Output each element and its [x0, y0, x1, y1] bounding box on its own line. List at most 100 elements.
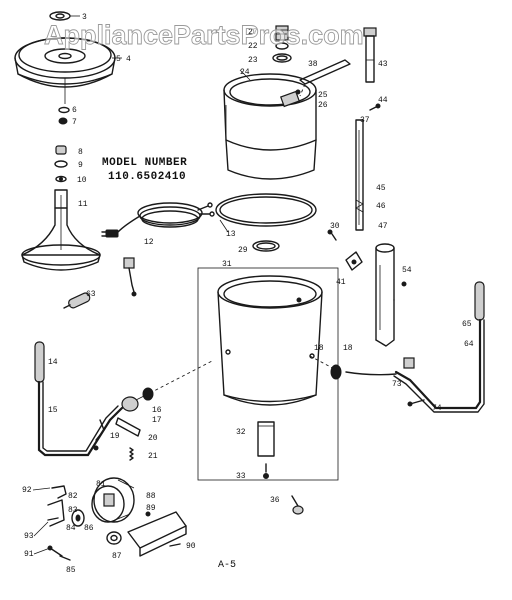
part-spring-21	[129, 447, 134, 461]
callout-90: 90	[186, 542, 196, 551]
callout-91: 91	[24, 550, 34, 559]
callout-32: 32	[236, 428, 246, 437]
callout-85: 85	[66, 566, 76, 575]
callout-54: 54	[402, 266, 412, 275]
callout-22: 22	[248, 42, 258, 51]
callout-12: 12	[144, 238, 154, 247]
part-screw-44	[369, 103, 381, 111]
part-hose-15	[34, 341, 124, 457]
callout-18: 18	[314, 344, 324, 353]
callout-19: 19	[110, 432, 120, 441]
callout-10: 10	[77, 176, 87, 185]
part-spin-tub-24	[223, 73, 317, 180]
callout-29: 29	[238, 246, 248, 255]
callout-64: 64	[464, 340, 474, 349]
part-pulley-84	[71, 509, 85, 527]
callout-63: 63	[86, 290, 96, 299]
part-fitting-73	[345, 357, 415, 376]
part-power-cord-12	[101, 202, 215, 238]
part-screw-30	[327, 229, 337, 241]
callout-92: 92	[22, 486, 32, 495]
callout-25: 25	[318, 91, 328, 100]
part-cap-3	[49, 11, 80, 21]
callout-27: 27	[248, 28, 258, 37]
callout-17: 17	[152, 416, 162, 425]
callout-37: 37	[360, 116, 370, 125]
callout-33: 33	[236, 472, 246, 481]
part-bushing-9	[54, 160, 68, 168]
callout-15: 15	[48, 406, 58, 415]
leader-lines	[32, 69, 251, 555]
callout-93: 93	[24, 532, 34, 541]
page-label: A-5	[218, 560, 236, 571]
part-nut-7	[58, 117, 68, 125]
callout-38: 38	[308, 60, 318, 69]
part-screw-33	[263, 463, 269, 479]
callout-3: 3	[82, 13, 87, 22]
part-filter-63	[63, 292, 91, 309]
callout-89: 89	[146, 504, 156, 513]
callout-82: 82	[68, 492, 78, 501]
part-ring-23	[272, 53, 292, 63]
callout-83: 83	[68, 506, 78, 515]
part-bracket-near-cord	[123, 257, 137, 297]
part-pipe-47	[375, 243, 395, 347]
callout-6: 6	[72, 106, 77, 115]
callout-74: 74	[432, 404, 442, 413]
part-screw-74	[407, 399, 425, 407]
callout-73: 73	[392, 380, 402, 389]
callout-4: 4	[126, 55, 131, 64]
callout-44: 44	[378, 96, 388, 105]
part-post-43	[363, 27, 377, 83]
part-washer-22	[275, 42, 289, 50]
callout-14: 14	[48, 358, 58, 367]
callout-18b: 18	[343, 344, 353, 353]
callout-labels: 3 5 4 6 7 8 9 10 11 12 13 15 16 17 14 18…	[22, 13, 474, 575]
part-coupling-18	[330, 364, 342, 380]
part-clamp-19	[93, 419, 105, 451]
callout-36-bottom: 36	[270, 496, 280, 505]
callout-8: 8	[78, 148, 83, 157]
part-mounting-bracket-36-38	[299, 59, 351, 97]
callout-46: 46	[376, 202, 386, 211]
callout-21: 21	[148, 452, 158, 461]
callout-13: 13	[226, 230, 236, 239]
callout-86: 86	[84, 524, 94, 533]
callout-84: 84	[66, 524, 76, 533]
part-clip-92	[51, 485, 67, 499]
part-motor-81	[91, 477, 135, 523]
part-rod-45	[355, 119, 364, 231]
callout-7: 7	[72, 118, 77, 127]
part-tub-cover-4-5	[14, 37, 122, 104]
part-elbow-16-17	[121, 387, 154, 412]
part-mount-88	[106, 531, 122, 545]
callout-81: 81	[96, 480, 106, 489]
callout-31: 31	[222, 260, 232, 269]
callout-87: 87	[112, 552, 122, 561]
callout-41: 41	[336, 278, 346, 287]
part-bracket-82-83	[47, 499, 65, 527]
callout-23: 23	[248, 56, 258, 65]
part-caster-34	[291, 495, 304, 515]
callout-65: 65	[462, 320, 472, 329]
part-shaft-27	[275, 25, 289, 41]
callout-16: 16	[152, 406, 162, 415]
part-agitator-11	[21, 189, 101, 271]
callout-11: 11	[78, 200, 88, 209]
part-screws-89-90	[145, 511, 181, 547]
callout-26: 26	[318, 101, 328, 110]
callout-20: 20	[148, 434, 158, 443]
callout-9: 9	[78, 161, 83, 170]
callout-24: 24	[240, 68, 250, 77]
part-ring-10	[55, 175, 67, 183]
part-washer-6	[58, 106, 70, 114]
watermark-text: AppliancePartsPros.com	[44, 20, 364, 50]
callout-30: 30	[330, 222, 340, 231]
part-outer-tub-31	[197, 267, 339, 481]
part-switch-41	[345, 251, 363, 271]
part-screw-54	[401, 281, 407, 287]
callout-88: 88	[146, 492, 156, 501]
part-ring-29	[252, 240, 280, 252]
